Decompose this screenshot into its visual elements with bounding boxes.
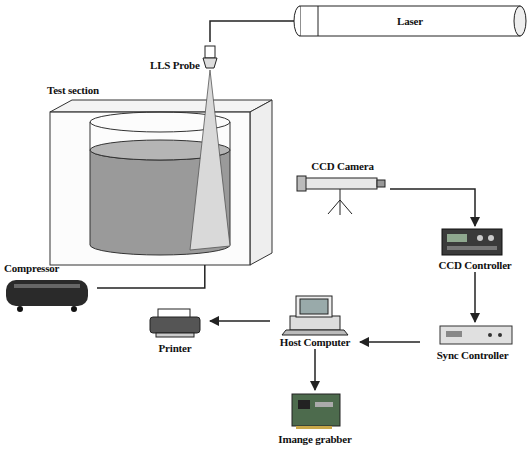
cable-line xyxy=(97,265,205,288)
ccd-camera xyxy=(297,176,385,215)
computer-box: Host Computer xyxy=(270,293,360,349)
ccd-controller xyxy=(442,229,502,255)
device-label: Host Computer xyxy=(280,336,350,349)
device-label: Sync Controller xyxy=(437,349,509,362)
test-section-box xyxy=(50,100,272,265)
device-label: Compressor xyxy=(4,262,59,275)
test-section-box: Test section xyxy=(45,84,280,265)
controller-box: CCD Controller xyxy=(425,226,525,272)
signal-arrow xyxy=(210,320,270,322)
device-label: Laser xyxy=(397,15,423,28)
device-label: Test section xyxy=(47,84,99,97)
grabber-box: Imange grabber xyxy=(270,390,360,446)
signal-arrow xyxy=(390,189,475,226)
signal-arrow xyxy=(314,349,316,390)
device-label: CCD Camera xyxy=(311,160,373,173)
device-label: CCD Controller xyxy=(438,259,511,272)
printer xyxy=(150,309,200,337)
printer-box: Printer xyxy=(140,305,210,355)
compressor xyxy=(6,280,88,312)
device-label: Printer xyxy=(159,342,192,355)
device-label: LLS Probe xyxy=(150,59,200,72)
sync-controller xyxy=(440,326,512,344)
laser-label-box: Laser xyxy=(294,6,526,36)
signal-arrow xyxy=(474,272,476,322)
signal-arrow xyxy=(360,341,420,343)
camera-box: CCD Camera xyxy=(295,160,390,218)
probe xyxy=(203,46,217,68)
laser-tube xyxy=(294,6,526,36)
sync-box: Sync Controller xyxy=(420,322,525,362)
compressor-box: Compressor xyxy=(2,262,97,314)
cable-line xyxy=(210,21,294,42)
host-computer xyxy=(282,296,348,335)
image-grabber-card xyxy=(292,394,340,429)
device-label: Imange grabber xyxy=(278,433,351,446)
light-sheet xyxy=(190,70,230,250)
probe-label-box: LLS Probe xyxy=(150,42,220,72)
